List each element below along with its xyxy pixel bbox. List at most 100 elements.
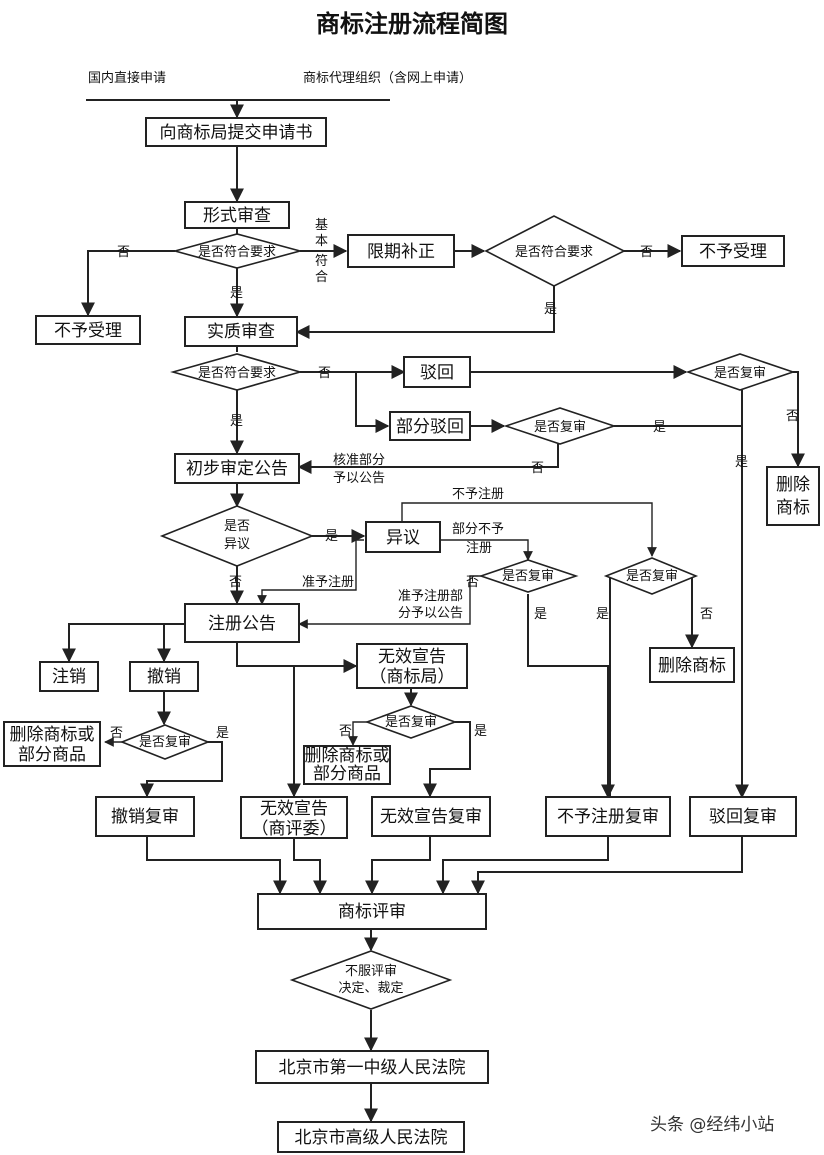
svg-text:否: 否 [339,724,352,739]
svg-text:实质审查: 实质审查 [207,322,275,342]
svg-text:核准部分: 核准部分 [333,453,385,468]
node-court-2: 北京市高级人民法院 [277,1121,465,1153]
edge-labels: 否 基 本 符 合 是 否 是 否 是 是 否 是 否 核准部分 予以公告 是 … [110,218,799,741]
svg-text:是: 是 [735,455,748,470]
svg-text:向商标局提交申请书: 向商标局提交申请书 [160,123,313,143]
svg-text:删除商标或: 删除商标或 [305,746,390,766]
node-substantive: 实质审查 [184,316,298,347]
svg-text:符: 符 [315,253,328,269]
decision-q3: 是否符合要求 [170,353,303,391]
svg-text:是否复审: 是否复审 [385,715,437,730]
node-correction: 限期补正 [347,234,455,268]
svg-text:是: 是 [230,414,243,429]
node-delete-mark-top: 删除 商标 [766,466,820,526]
node-partial-bohui: 部分驳回 [389,411,471,441]
decision-objection: 是否 异议 [159,505,315,567]
node-cancel: 注销 [39,661,99,692]
svg-text:无效宣告复审: 无效宣告复审 [380,807,482,827]
svg-text:不予受理: 不予受理 [54,321,122,341]
svg-text:是: 是 [325,529,338,544]
page-title: 商标注册流程简图 [316,9,508,38]
svg-text:否: 否 [786,409,799,424]
node-invalid-office: 无效宣告 （商标局） [356,643,468,689]
decision-q1: 是否符合要求 [171,233,304,269]
decision-review-b: 是否复审 [603,557,699,595]
node-invalid-board: 无效宣告 （商评委） [240,796,348,839]
svg-text:是: 是 [544,302,557,317]
node-formal-review: 形式审查 [184,201,290,229]
svg-text:删除商标: 删除商标 [658,656,726,676]
source-domestic: 国内直接申请 [88,70,166,86]
svg-text:北京市高级人民法院: 北京市高级人民法院 [295,1128,448,1148]
svg-text:限期补正: 限期补正 [367,242,435,262]
svg-text:形式审查: 形式审查 [203,206,271,226]
svg-text:部分商品: 部分商品 [313,764,381,784]
svg-text:准予注册部: 准予注册部 [398,589,463,604]
svg-text:是: 是 [230,286,243,301]
source-agency: 商标代理组织（含网上申请） [303,70,472,86]
svg-text:是否符合要求: 是否符合要求 [515,244,593,260]
svg-text:驳回复审: 驳回复审 [709,807,777,827]
svg-text:是否符合要求: 是否符合要求 [198,244,276,260]
connectors [62,99,805,1123]
node-delete-partial-left: 删除商标或 部分商品 [3,721,101,767]
decision-review-invalid: 是否复审 [364,705,458,739]
svg-text:无效宣告: 无效宣告 [378,647,446,667]
node-noreg-review: 不予注册复审 [545,796,671,837]
decision-q2: 是否符合要求 [484,215,626,287]
svg-text:是否符合要求: 是否符合要求 [198,365,276,381]
node-bohui-review: 驳回复审 [689,796,797,837]
node-tm-review: 商标评审 [257,893,487,930]
svg-text:注册: 注册 [466,541,492,556]
node-reject-right: 不予受理 [681,235,785,267]
decision-review-mid: 是否复审 [503,407,617,445]
decision-review-top: 是否复审 [685,353,796,391]
svg-text:撤销: 撤销 [147,667,181,687]
svg-text:是否复审: 是否复审 [139,735,191,750]
svg-text:是否复审: 是否复审 [534,420,586,435]
svg-text:部分不予: 部分不予 [452,522,504,537]
svg-text:否: 否 [640,245,653,260]
svg-text:是: 是 [474,724,487,739]
svg-text:（商评委）: （商评委） [252,819,337,839]
node-prelim: 初步审定公告 [174,453,300,484]
svg-text:不予受理: 不予受理 [699,242,767,262]
svg-text:是否复审: 是否复审 [714,366,766,381]
svg-text:不予注册复审: 不予注册复审 [557,807,659,827]
svg-text:是: 是 [534,607,547,622]
svg-text:是否: 是否 [224,519,250,534]
svg-text:北京市第一中级人民法院: 北京市第一中级人民法院 [279,1058,466,1078]
svg-text:删除商标或: 删除商标或 [10,725,95,745]
node-revoke: 撤销 [129,661,199,692]
svg-text:初步审定公告: 初步审定公告 [186,459,288,479]
svg-text:基: 基 [315,218,328,233]
node-invalid-review: 无效宣告复审 [371,796,491,837]
svg-text:否: 否 [117,245,130,260]
node-delete-mark-mid: 删除商标 [649,647,735,683]
svg-text:决定、裁定: 决定、裁定 [338,980,403,996]
node-court-1: 北京市第一中级人民法院 [255,1050,489,1084]
svg-text:（商标局）: （商标局） [370,667,455,687]
svg-text:否: 否 [229,575,242,590]
svg-text:注销: 注销 [52,667,86,687]
svg-text:否: 否 [531,461,544,476]
svg-text:部分商品: 部分商品 [18,745,86,765]
svg-text:异议: 异议 [386,528,420,548]
svg-text:合: 合 [315,270,328,285]
svg-text:是: 是 [653,420,666,435]
svg-text:商标评审: 商标评审 [338,902,406,922]
svg-text:不予注册: 不予注册 [452,487,504,502]
node-objection: 异议 [365,521,441,553]
svg-text:否: 否 [466,575,479,590]
svg-text:是否复审: 是否复审 [626,569,678,584]
decision-review-revoke: 是否复审 [119,724,211,760]
svg-text:无效宣告: 无效宣告 [260,799,328,819]
node-revoke-review: 撤销复审 [95,796,195,837]
svg-text:删除: 删除 [776,475,810,495]
svg-text:予以公告: 予以公告 [333,471,385,486]
node-delete-partial-mid: 删除商标或 部分商品 [303,745,391,785]
svg-text:驳回: 驳回 [420,363,454,383]
svg-text:部分驳回: 部分驳回 [396,417,464,437]
svg-text:注册公告: 注册公告 [208,614,276,634]
